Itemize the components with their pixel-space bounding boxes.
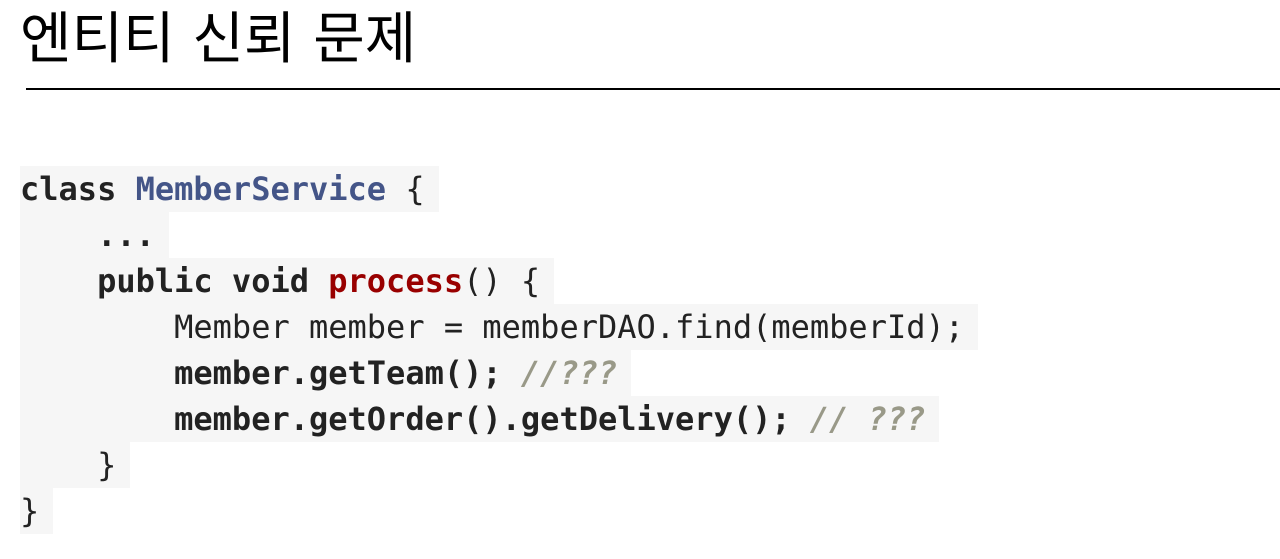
code-line-get-team: member.getTeam(); //??? xyxy=(20,350,978,396)
get-delivery-call: member.getOrder().getDelivery(); xyxy=(174,400,791,438)
code-line-method-close: } xyxy=(20,442,978,488)
code-line-get-delivery: member.getOrder().getDelivery(); // ??? xyxy=(20,396,978,442)
keyword-class: class xyxy=(20,170,117,208)
find-statement: Member member = memberDAO.find(memberId)… xyxy=(174,308,965,346)
keyword-void: void xyxy=(231,262,309,300)
open-brace: { xyxy=(405,170,425,208)
class-close-brace: } xyxy=(20,492,40,530)
code-line-class: class MemberService { xyxy=(20,166,978,212)
comment-delivery: // ??? xyxy=(809,400,926,438)
code-block: class MemberService { ... public void pr… xyxy=(20,166,979,534)
method-parens: () xyxy=(463,262,502,300)
slide-title: 엔티티 신뢰 문제 xyxy=(20,7,417,72)
get-team-call: member.getTeam(); xyxy=(174,354,502,392)
keyword-public: public xyxy=(97,262,213,300)
code-line-find: Member member = memberDAO.find(memberId)… xyxy=(20,304,979,350)
code-line-ellipsis: ... xyxy=(20,212,978,258)
ellipsis: ... xyxy=(97,216,155,254)
comment-team: //??? xyxy=(520,354,618,392)
code-line-class-close: } xyxy=(20,488,978,534)
method-name: process xyxy=(328,262,464,300)
class-name: MemberService xyxy=(135,170,387,208)
method-close-brace: } xyxy=(97,446,117,484)
title-divider xyxy=(26,88,1280,90)
code-line-method: public void process() { xyxy=(20,258,978,304)
method-open-brace: { xyxy=(520,262,541,300)
